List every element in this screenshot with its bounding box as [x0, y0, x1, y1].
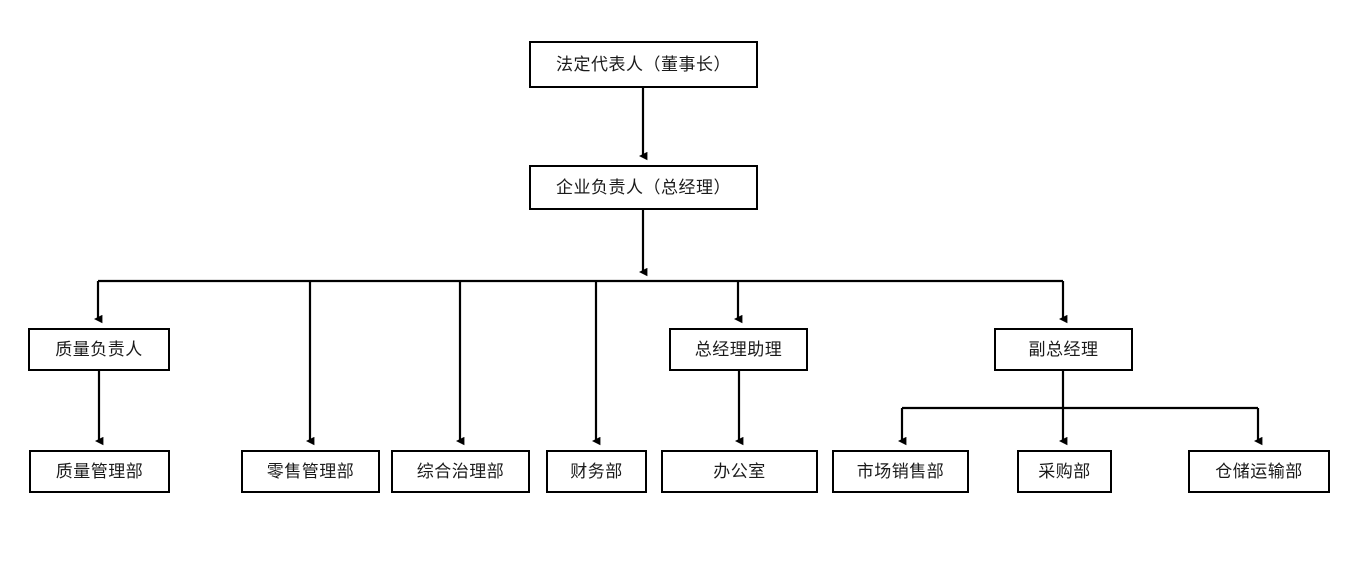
org-node-label: 仓储运输部: [1215, 462, 1303, 481]
org-node-finance_dept[interactable]: 财务部: [546, 450, 647, 493]
org-node-label: 财务部: [570, 462, 623, 481]
org-node-label: 零售管理部: [266, 462, 355, 481]
org-node-label: 质量负责人: [55, 340, 143, 359]
org-node-general_gov_dept[interactable]: 综合治理部: [391, 450, 530, 493]
org-node-legal_rep[interactable]: 法定代表人（董事长）: [529, 41, 758, 88]
org-node-sales_dept[interactable]: 市场销售部: [832, 450, 969, 493]
org-node-warehouse_dept[interactable]: 仓储运输部: [1188, 450, 1330, 493]
org-node-label: 副总经理: [1028, 340, 1099, 359]
org-node-label: 企业负责人（总经理）: [556, 178, 731, 197]
org-node-label: 综合治理部: [416, 462, 505, 481]
org-node-label: 办公室: [713, 462, 766, 481]
org-node-label: 采购部: [1038, 462, 1091, 481]
org-node-office_dept[interactable]: 办公室: [661, 450, 818, 493]
org-node-gm_assistant[interactable]: 总经理助理: [669, 328, 808, 371]
org-node-purchase_dept[interactable]: 采购部: [1017, 450, 1112, 493]
org-node-label: 质量管理部: [55, 462, 144, 481]
org-node-retail_dept[interactable]: 零售管理部: [241, 450, 380, 493]
org-node-quality_head[interactable]: 质量负责人: [28, 328, 170, 371]
org-node-deputy_gm[interactable]: 副总经理: [994, 328, 1133, 371]
org-node-label: 市场销售部: [856, 462, 945, 481]
org-node-label: 总经理助理: [694, 340, 783, 359]
org-node-general_manager[interactable]: 企业负责人（总经理）: [529, 165, 758, 210]
org-node-label: 法定代表人（董事长）: [556, 55, 731, 74]
org-node-quality_dept[interactable]: 质量管理部: [29, 450, 170, 493]
